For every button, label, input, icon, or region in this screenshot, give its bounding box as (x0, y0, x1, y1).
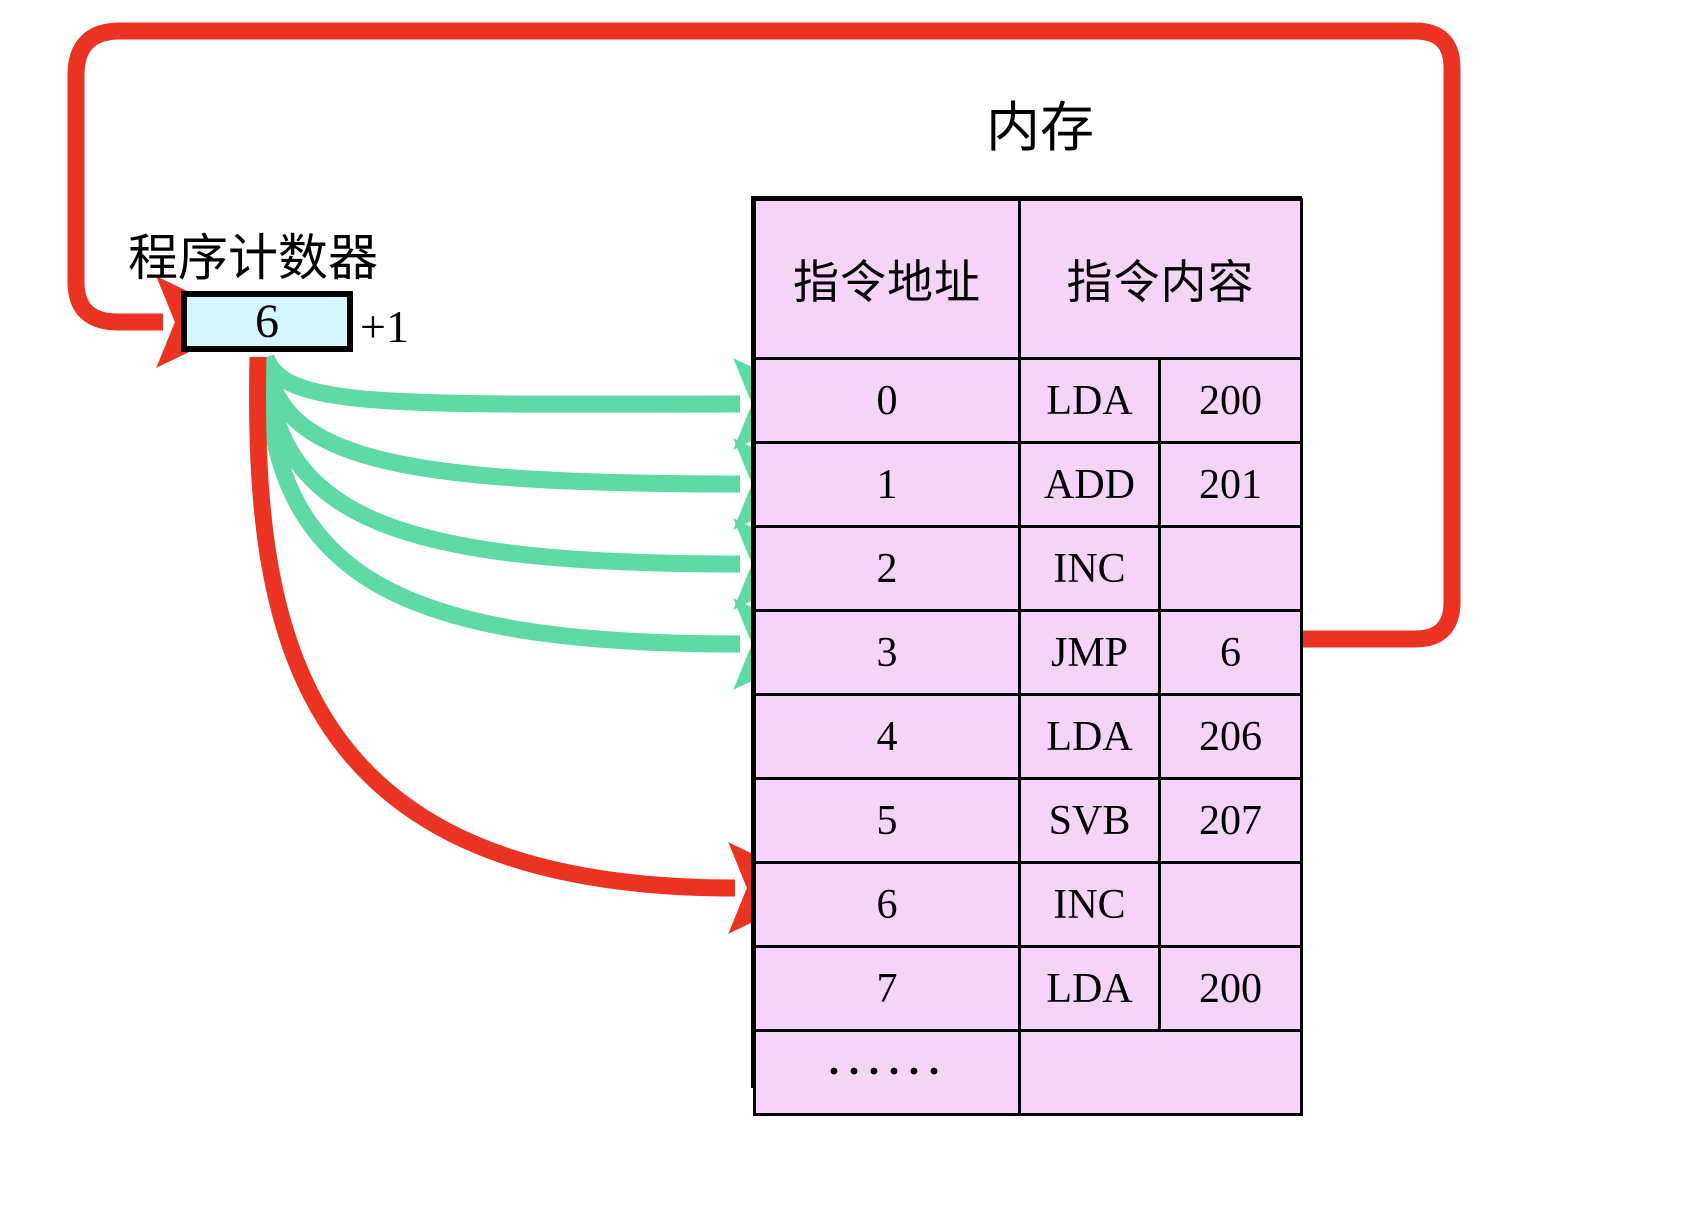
memory-cell-operand: 207 (1158, 777, 1303, 864)
memory-cell-address: 2 (753, 525, 1021, 612)
memory-cell-opcode: SVB (1018, 777, 1161, 864)
memory-title: 内存 (986, 96, 1094, 159)
memory-cell-operand: 6 (1158, 609, 1303, 696)
pc-to-row6-arrow (249, 356, 824, 934)
memory-cell-address: 7 (753, 945, 1021, 1032)
program-counter-increment-label: +1 (360, 301, 409, 352)
memory-cell-operand (1158, 525, 1303, 612)
memory-cell-address: ······ (753, 1029, 1021, 1116)
header-cell-address: 指令地址 (753, 198, 1021, 360)
memory-cell-address: 1 (753, 441, 1021, 528)
memory-cell-address: 3 (753, 609, 1021, 696)
memory-cell-opcode: ADD (1018, 441, 1161, 528)
header-cell-content: 指令内容 (1018, 198, 1303, 360)
memory-cell-address: 6 (753, 861, 1021, 948)
memory-cell-content (1018, 1029, 1303, 1116)
memory-cell-address: 4 (753, 693, 1021, 780)
memory-table-header-row: 指令地址 指令内容 (753, 198, 1303, 360)
program-counter-box[interactable]: 6 (181, 291, 353, 352)
memory-cell-address: 5 (753, 777, 1021, 864)
memory-cell-opcode: INC (1018, 525, 1161, 612)
memory-cell-opcode: LDA (1018, 945, 1161, 1032)
memory-cell-operand (1158, 861, 1303, 948)
memory-cell-operand: 206 (1158, 693, 1303, 780)
memory-cell-opcode: LDA (1018, 693, 1161, 780)
memory-cell-address: 0 (753, 357, 1021, 444)
memory-cell-operand: 200 (1158, 945, 1303, 1032)
memory-cell-opcode: LDA (1018, 357, 1161, 444)
memory-row[interactable]: ······ (753, 1029, 1303, 1116)
program-counter-value: 6 (255, 294, 279, 348)
program-counter-label: 程序计数器 (128, 229, 378, 287)
memory-cell-opcode: JMP (1018, 609, 1161, 696)
fetch-arrow (257, 353, 829, 690)
memory-cell-operand: 201 (1158, 441, 1303, 528)
memory-cell-operand: 200 (1158, 357, 1303, 444)
memory-cell-opcode: INC (1018, 861, 1161, 948)
